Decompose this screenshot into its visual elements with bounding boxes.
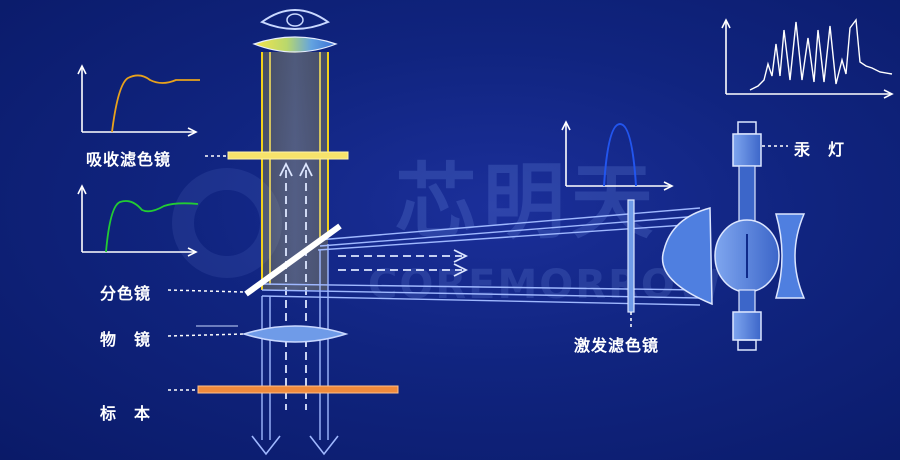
- watermark-cn: 芯明天: [395, 155, 660, 250]
- mercury-lamp-icon: [714, 121, 780, 351]
- objective-lens: [241, 325, 349, 343]
- absorption-filter: [227, 151, 349, 160]
- label-absorption-filter: 吸收滤色镜: [86, 150, 172, 169]
- label-dichroic-mirror: 分色镜: [100, 284, 152, 303]
- label-objective: 物 镜: [100, 330, 152, 349]
- label-mercury-lamp: 汞 灯: [794, 140, 846, 159]
- watermark-en: COREMORROW: [368, 262, 724, 308]
- reflector-icon: [775, 213, 806, 299]
- label-excitation-filter: 激发滤色镜: [574, 336, 660, 355]
- excitation-beam: [261, 207, 701, 306]
- emission-curve-graph: [77, 184, 199, 257]
- excitation-filter: [627, 199, 635, 313]
- eye-icon: [252, 9, 338, 53]
- objective-leader: [167, 333, 245, 337]
- excitation-curve-graph: [561, 120, 674, 191]
- dichroic-mirror-leader: [167, 289, 245, 293]
- specimen-slide: [197, 385, 399, 394]
- absorption-curve-graph: [77, 64, 200, 137]
- excitation-arrows-right: [338, 249, 469, 277]
- emission-beam: [261, 52, 329, 290]
- lamp-spectrum-graph: [721, 18, 894, 99]
- bottom-arrows: [251, 435, 339, 456]
- dichroic-mirror: [244, 223, 342, 297]
- label-specimen: 标 本: [100, 404, 152, 423]
- specimen-beam: [261, 244, 329, 440]
- condenser-lens-icon: [661, 207, 713, 306]
